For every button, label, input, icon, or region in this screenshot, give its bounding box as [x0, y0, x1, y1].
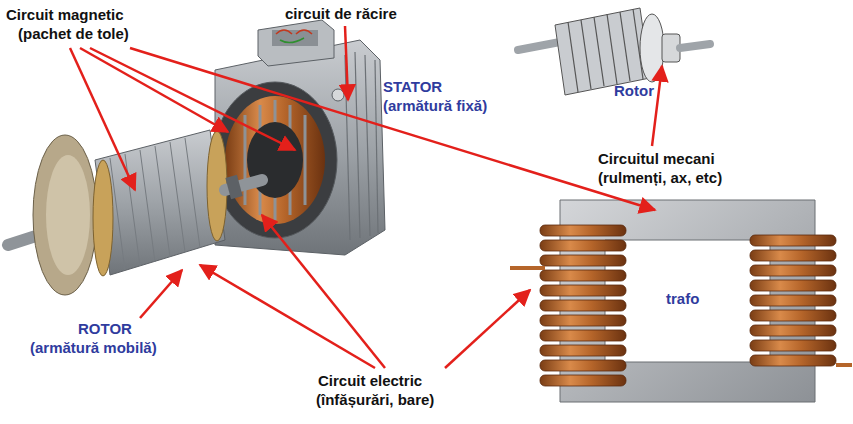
part-name: Circuit magnetic — [6, 6, 124, 24]
part-name: Circuitul mecani — [598, 150, 715, 168]
part-name: Circuit electric — [318, 372, 422, 390]
transformer-illustration — [510, 200, 852, 402]
part-note: (înfășurări, bare) — [316, 391, 434, 409]
stator-illustration — [213, 20, 385, 255]
part-note: (pachet de tole) — [18, 25, 129, 43]
leader-arrows — [70, 26, 662, 368]
part-name: Rotor — [614, 82, 654, 100]
part-note: (armătură fixă) — [383, 97, 487, 115]
part-name: STATOR — [383, 78, 442, 96]
small-rotor-illustration — [518, 8, 710, 95]
part-name: trafo — [666, 290, 699, 308]
part-name: ROTOR — [78, 320, 132, 338]
part-note: (rulmenți, ax, etc) — [598, 169, 722, 187]
part-name: circuit de răcire — [285, 5, 397, 23]
part-note: (armătură mobilă) — [30, 339, 157, 357]
rotor-illustration — [8, 130, 262, 295]
